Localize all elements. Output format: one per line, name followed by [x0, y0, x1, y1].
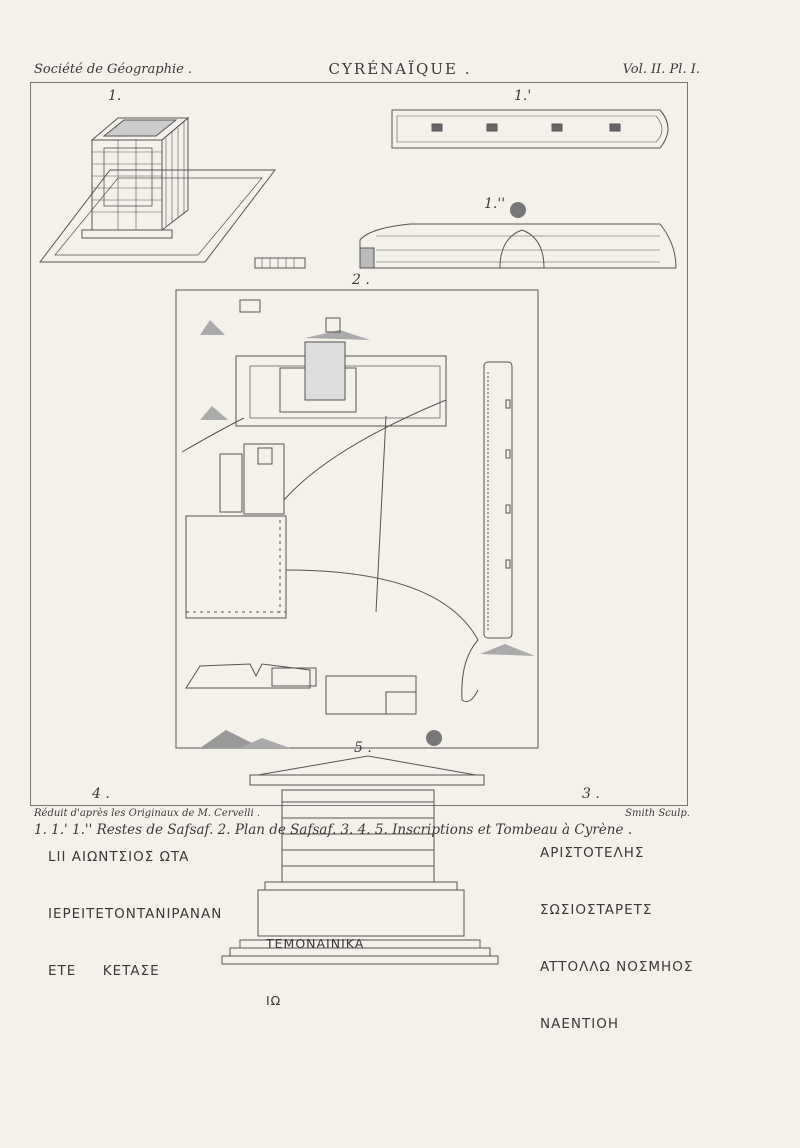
plate-caption: 1. 1.' 1.'' Restes de Safsaf. 2. Plan de…: [34, 822, 633, 838]
figure-label-3: 3 .: [582, 786, 600, 802]
inscription-5-line: IΩ: [266, 993, 282, 1008]
figure-label-1b: 1.'': [484, 196, 506, 212]
figure-2-site-plan: [175, 289, 539, 749]
figure-1-ruin: [38, 116, 306, 269]
inscription-4-line: IEPEITETONTANIPANAN: [48, 906, 223, 922]
figure-label-1: 1.: [108, 88, 122, 104]
inscription-4-line: LII AIΩNTΣIOΣ ΩTA: [48, 849, 190, 865]
plate-title: CYRÉNAÏQUE .: [328, 60, 472, 78]
inscription-3-line: ATTOΛΛΩ NOΣMHOΣ: [540, 959, 694, 975]
figure-label-4: 4 .: [92, 786, 110, 802]
figure-5-tomb: [221, 755, 499, 965]
inscription-3-line: NAENTIOH: [540, 1016, 619, 1032]
figure-label-1a: 1.': [514, 88, 532, 104]
engraver-credit: Smith Sculp.: [625, 808, 690, 819]
figure-label-5: 5 .: [354, 740, 372, 756]
inscription-4-line: ETE KETAΣE: [48, 963, 160, 979]
figure-label-2: 2 .: [352, 272, 370, 288]
figure-1b-section: [359, 202, 677, 269]
plate-frame: [30, 82, 688, 806]
figure-1a-plan: [391, 109, 669, 149]
inscription-3-line: APIΣTOTEΛHΣ: [540, 845, 645, 861]
inscription-4: LII AIΩNTΣIOΣ ΩTA IEPEITETONTANIPANAN ET…: [48, 810, 222, 1000]
society-title: Société de Géographie .: [34, 62, 193, 77]
source-credit: Réduit d'après les Originaux de M. Cerve…: [34, 808, 261, 819]
volume-plate-number: Vol. II. Pl. I.: [622, 62, 700, 77]
inscription-3: APIΣTOTEΛHΣ ΣΩΣIOΣTAPETΣ ATTOΛΛΩ NOΣMHOΣ…: [540, 806, 693, 1053]
inscription-5-line: TEMONAINIKA: [266, 936, 365, 951]
inscription-3-line: ΣΩΣIOΣTAPETΣ: [540, 902, 653, 918]
inscription-5: TEMONAINIKA IΩ: [266, 896, 364, 1029]
